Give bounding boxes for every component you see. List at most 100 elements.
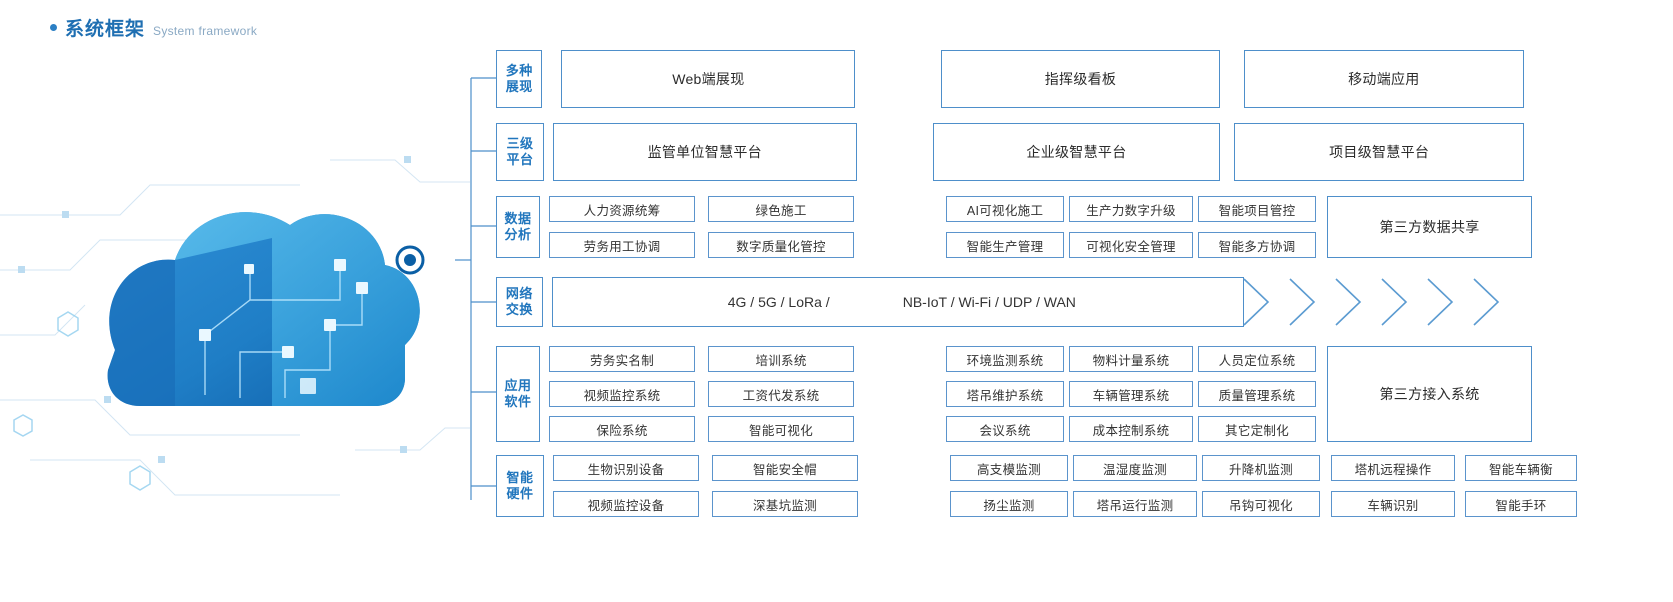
cell-mobile-application[interactable]: 移动端应用 — [1243, 50, 1524, 108]
app-software-right-line-2: 塔吊维护系统 车辆管理系统 质量管理系统 — [946, 381, 1317, 407]
bullet-icon — [50, 24, 57, 31]
data-analysis-right-line-1: AI可视化施工 生产力数字升级 智能项目管控 — [946, 196, 1317, 222]
cell-other-customization[interactable]: 其它定制化 — [1198, 416, 1317, 442]
row-presentation: 多种 展现 Web端展现 指挥级看板 移动端应用 — [496, 50, 1524, 108]
cell-third-party-data-sharing[interactable]: 第三方数据共享 — [1327, 196, 1532, 258]
cell-training-system[interactable]: 培训系统 — [708, 346, 855, 372]
cell-high-formwork-monitoring[interactable]: 高支模监测 — [950, 455, 1068, 481]
cell-command-dashboard[interactable]: 指挥级看板 — [941, 50, 1220, 108]
cell-visual-safety-management[interactable]: 可视化安全管理 — [1069, 232, 1194, 258]
cell-temperature-humidity-monitoring[interactable]: 温湿度监测 — [1073, 455, 1197, 481]
cell-project-platform[interactable]: 项目级智慧平台 — [1234, 123, 1524, 181]
cell-web-presentation[interactable]: Web端展现 — [561, 50, 856, 108]
cell-cost-control-system[interactable]: 成本控制系统 — [1069, 416, 1194, 442]
row-label-line-2: 硬件 — [506, 486, 534, 501]
app-software-left-line-2: 视频监控系统 工资代发系统 — [549, 381, 855, 407]
connector-tree — [455, 48, 505, 508]
cell-payroll-system[interactable]: 工资代发系统 — [708, 381, 855, 407]
app-software-left-line-3: 保险系统 智能可视化 — [549, 416, 855, 442]
cell-smart-visualization[interactable]: 智能可视化 — [708, 416, 855, 442]
data-analysis-right-group: AI可视化施工 生产力数字升级 智能项目管控 智能生产管理 可视化安全管理 智能… — [946, 196, 1317, 258]
row-label-line-1: 网络 — [505, 285, 533, 301]
connector-node-inner — [404, 254, 416, 266]
network-technologies-box[interactable]: 4G / 5G / LoRa / NB-IoT / Wi-Fi / UDP / … — [551, 277, 1244, 327]
cell-third-party-access-system[interactable]: 第三方接入系统 — [1327, 346, 1532, 442]
row-label-line-1: 三级 — [506, 135, 534, 151]
smart-hardware-right-line-1: 高支模监测 温湿度监测 升降机监测 — [950, 455, 1320, 481]
row-data-analysis: 数据 分析 人力资源统筹 绿色施工 劳务用工协调 数字质量化管控 AI可视化施工… — [496, 196, 1532, 258]
row-smart-hardware: 智能 硬件 生物识别设备 智能安全帽 视频监控设备 深基坑监测 高支模监测 温湿… — [496, 455, 1666, 517]
data-analysis-left-group: 人力资源统筹 绿色施工 劳务用工协调 数字质量化管控 — [549, 196, 855, 258]
cell-smart-weighbridge[interactable]: 智能车辆衡 — [1465, 455, 1577, 481]
row-label-smart-hardware: 智能 硬件 — [496, 455, 544, 517]
cell-smart-helmet[interactable]: 智能安全帽 — [712, 455, 858, 481]
app-software-left-group: 劳务实名制 培训系统 视频监控系统 工资代发系统 保险系统 智能可视化 — [549, 346, 855, 442]
network-tech-left: 4G / 5G / LoRa / — [727, 294, 830, 310]
cell-smart-project-control[interactable]: 智能项目管控 — [1198, 196, 1317, 222]
cell-labor-real-name-system[interactable]: 劳务实名制 — [549, 346, 696, 372]
chevron-arrow-group — [1243, 278, 1500, 326]
row-label-platform: 三级 平台 — [496, 123, 544, 181]
row-label-application-software: 应用 软件 — [496, 346, 541, 442]
data-analysis-right-line-2: 智能生产管理 可视化安全管理 智能多方协调 — [946, 232, 1317, 258]
cell-dust-monitoring[interactable]: 扬尘监测 — [950, 491, 1068, 517]
cell-material-metering-system[interactable]: 物料计量系统 — [1069, 346, 1194, 372]
row-label-line-1: 数据 — [504, 210, 532, 226]
smart-hardware-left-line-2: 视频监控设备 深基坑监测 — [553, 491, 858, 517]
cell-hr-coordination[interactable]: 人力资源统筹 — [549, 196, 696, 222]
cell-regulatory-platform[interactable]: 监管单位智慧平台 — [552, 123, 857, 181]
smart-hardware-far-line-2: 车辆识别 智能手环 — [1331, 491, 1577, 517]
cell-enterprise-platform[interactable]: 企业级智慧平台 — [932, 123, 1221, 181]
row-label-data-analysis: 数据 分析 — [496, 196, 541, 258]
cell-environment-monitoring-system[interactable]: 环境监测系统 — [946, 346, 1065, 372]
row-label-line-1: 智能 — [506, 469, 534, 485]
cell-video-monitoring-device[interactable]: 视频监控设备 — [553, 491, 699, 517]
row-label-line-2: 分析 — [504, 227, 532, 242]
app-software-right-group: 环境监测系统 物料计量系统 人员定位系统 塔吊维护系统 车辆管理系统 质量管理系… — [946, 346, 1317, 442]
cell-insurance-system[interactable]: 保险系统 — [549, 416, 696, 442]
page-title-en: System framework — [153, 24, 258, 38]
cell-smart-wristband[interactable]: 智能手环 — [1465, 491, 1577, 517]
row-label-line-2: 平台 — [506, 152, 534, 167]
smart-hardware-right-line-2: 扬尘监测 塔吊运行监测 吊钩可视化 — [950, 491, 1320, 517]
cell-personnel-positioning-system[interactable]: 人员定位系统 — [1198, 346, 1317, 372]
cell-hoist-monitoring[interactable]: 升降机监测 — [1202, 455, 1320, 481]
cell-meeting-system[interactable]: 会议系统 — [946, 416, 1065, 442]
cell-tower-crane-remote-operation[interactable]: 塔机远程操作 — [1331, 455, 1455, 481]
smart-hardware-left-group: 生物识别设备 智能安全帽 视频监控设备 深基坑监测 — [553, 455, 858, 517]
cell-productivity-digital-upgrade[interactable]: 生产力数字升级 — [1069, 196, 1194, 222]
row-label-line-1: 应用 — [504, 377, 532, 393]
data-analysis-left-line-2: 劳务用工协调 数字质量化管控 — [549, 232, 855, 258]
smart-hardware-far-line-1: 塔机远程操作 智能车辆衡 — [1331, 455, 1577, 481]
row-label-line-1: 多种 — [505, 62, 533, 78]
row-platform: 三级 平台 监管单位智慧平台 企业级智慧平台 项目级智慧平台 — [496, 123, 1524, 181]
app-software-left-line-1: 劳务实名制 培训系统 — [549, 346, 855, 372]
app-software-right-line-3: 会议系统 成本控制系统 其它定制化 — [946, 416, 1317, 442]
cell-deep-foundation-pit-monitoring[interactable]: 深基坑监测 — [712, 491, 858, 517]
smart-hardware-far-group: 塔机远程操作 智能车辆衡 车辆识别 智能手环 — [1331, 455, 1577, 517]
smart-hardware-right-group: 高支模监测 温湿度监测 升降机监测 扬尘监测 塔吊运行监测 吊钩可视化 — [950, 455, 1320, 517]
cell-tower-crane-maintenance-system[interactable]: 塔吊维护系统 — [946, 381, 1065, 407]
cell-vehicle-management-system[interactable]: 车辆管理系统 — [1069, 381, 1194, 407]
row-label-line-2: 交换 — [505, 302, 533, 317]
cloud-network-illustration — [0, 120, 470, 520]
cell-tower-crane-operation-monitoring[interactable]: 塔吊运行监测 — [1073, 491, 1197, 517]
cell-green-construction[interactable]: 绿色施工 — [708, 196, 855, 222]
page-title-cn: 系统框架 — [65, 19, 146, 40]
cell-vehicle-recognition[interactable]: 车辆识别 — [1331, 491, 1455, 517]
cell-smart-multiparty-coordination[interactable]: 智能多方协调 — [1198, 232, 1317, 258]
cell-labor-coordination[interactable]: 劳务用工协调 — [549, 232, 696, 258]
row-label-line-2: 展现 — [505, 79, 533, 94]
row-label-line-2: 软件 — [504, 394, 532, 409]
cell-smart-production-management[interactable]: 智能生产管理 — [946, 232, 1065, 258]
cell-biometric-device[interactable]: 生物识别设备 — [553, 455, 699, 481]
cell-digital-quality-control[interactable]: 数字质量化管控 — [708, 232, 855, 258]
row-label-network-exchange: 网络 交换 — [496, 277, 543, 327]
cell-video-surveillance-system[interactable]: 视频监控系统 — [549, 381, 696, 407]
cell-ai-visual-construction[interactable]: AI可视化施工 — [946, 196, 1065, 222]
page-title: 系统框架 System framework — [50, 14, 257, 41]
cell-quality-management-system[interactable]: 质量管理系统 — [1198, 381, 1317, 407]
network-tech-right: NB-IoT / Wi-Fi / UDP / WAN — [902, 294, 1076, 310]
cell-hook-visualization[interactable]: 吊钩可视化 — [1202, 491, 1320, 517]
